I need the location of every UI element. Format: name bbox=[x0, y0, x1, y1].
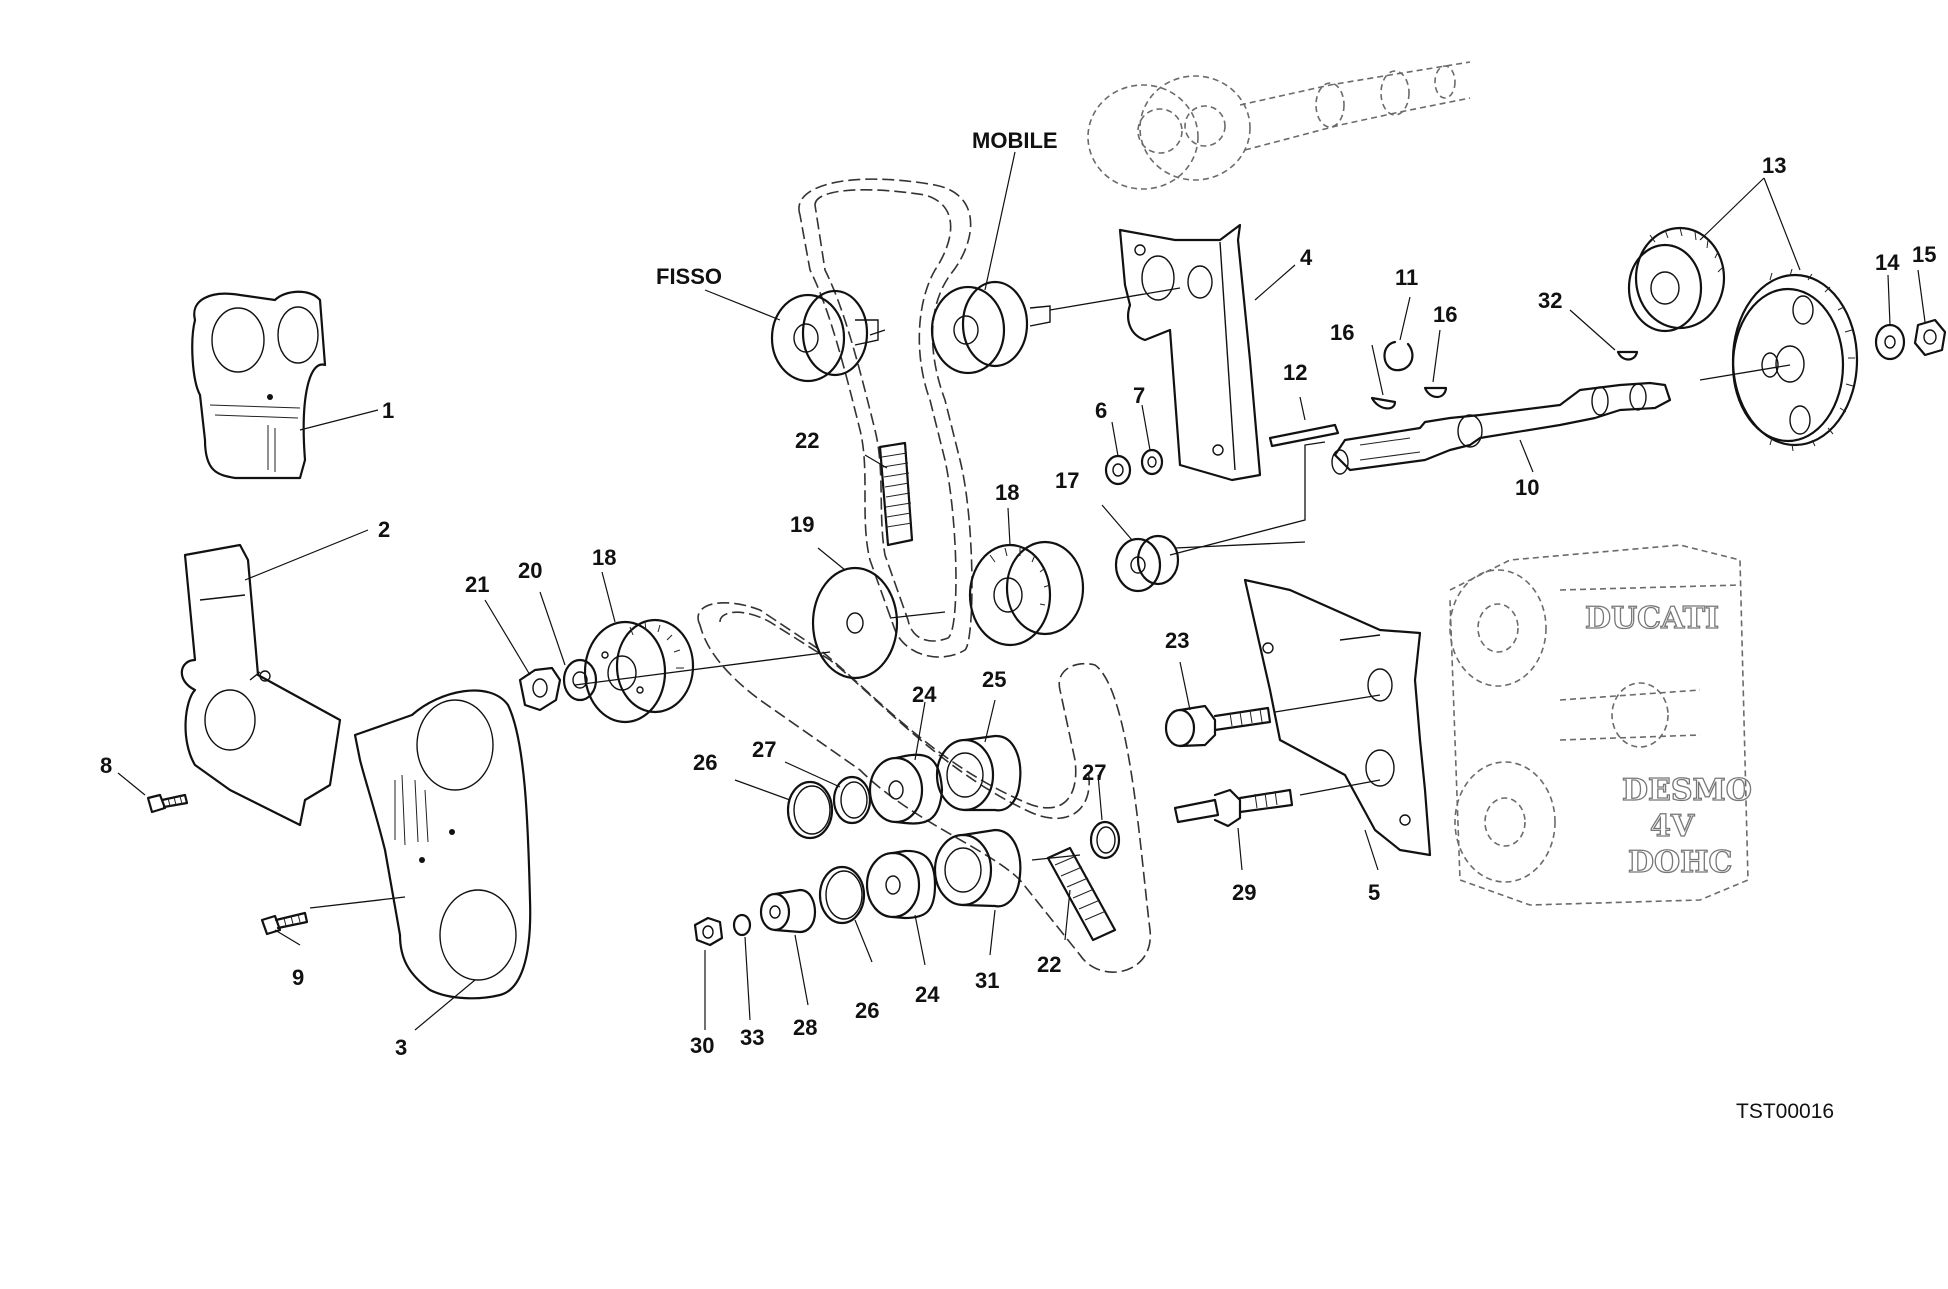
part-14-washer bbox=[1874, 323, 1906, 361]
part-32-woodruff-key bbox=[1616, 350, 1639, 361]
callout-24-lower: 24 bbox=[915, 982, 940, 1007]
part-18-pulley-upper bbox=[968, 540, 1085, 647]
part-11-circlip bbox=[1383, 340, 1414, 372]
callout-11: 11 bbox=[1395, 265, 1418, 290]
engine-lettering-line1: DESMO bbox=[1622, 773, 1752, 808]
engine-brand-lettering: DUCATI bbox=[1585, 601, 1719, 636]
part-18-pulley-lower bbox=[583, 618, 695, 724]
callout-24-upper: 24 bbox=[912, 682, 937, 707]
part-6-nut bbox=[1104, 454, 1132, 486]
part-8-screw bbox=[146, 793, 189, 814]
callout-14: 14 bbox=[1875, 250, 1900, 275]
callout-16-a: 16 bbox=[1330, 320, 1354, 345]
fixed-idler-pulley bbox=[770, 289, 879, 383]
leader-lines bbox=[117, 151, 1926, 1031]
callout-33: 33 bbox=[740, 1025, 764, 1050]
ghost-engine-block: DUCATI DESMO 4V DOHC bbox=[1449, 544, 1753, 906]
callout-21: 21 bbox=[465, 572, 489, 597]
part-24-roller-upper bbox=[868, 753, 944, 825]
engine-lettering-line3: DOHC bbox=[1628, 845, 1732, 880]
part-16-woodruff-key-b bbox=[1423, 386, 1448, 399]
callout-18-upper: 18 bbox=[995, 480, 1019, 505]
mobile-idler-pulley bbox=[930, 280, 1051, 375]
callout-4: 4 bbox=[1300, 245, 1313, 270]
callout-5: 5 bbox=[1368, 880, 1380, 905]
callout-7: 7 bbox=[1133, 383, 1145, 408]
part-13-small-gear bbox=[1627, 226, 1726, 333]
part-9-screw bbox=[260, 911, 309, 936]
label-fisso: FISSO bbox=[656, 264, 722, 289]
callout-25: 25 bbox=[982, 667, 1006, 692]
part-31-roller bbox=[933, 828, 1022, 908]
part-5-lower-mounting-plate bbox=[1243, 578, 1432, 857]
part-15-nut bbox=[1913, 318, 1947, 357]
label-mobile: MOBILE bbox=[972, 128, 1058, 153]
part-12-pin bbox=[1268, 423, 1340, 448]
callout-27-upper: 27 bbox=[752, 737, 776, 762]
part-33-washer bbox=[732, 913, 752, 937]
part-13-large-gear bbox=[1731, 268, 1859, 452]
callout-30: 30 bbox=[690, 1033, 714, 1058]
callout-2: 2 bbox=[378, 517, 390, 542]
callout-23: 23 bbox=[1165, 628, 1189, 653]
part-27-snap-ring-upper bbox=[832, 775, 872, 825]
part-22-belt-segment-upper bbox=[878, 441, 914, 547]
callout-8: 8 bbox=[100, 753, 112, 778]
callout-31: 31 bbox=[975, 968, 999, 993]
callout-32: 32 bbox=[1538, 288, 1562, 313]
part-7-washer bbox=[1140, 448, 1164, 476]
part-16-woodruff-key-a bbox=[1370, 396, 1397, 410]
callout-13: 13 bbox=[1762, 153, 1786, 178]
part-10-camshaft bbox=[1331, 381, 1672, 475]
part-4-upper-mounting-plate bbox=[1118, 223, 1262, 482]
callout-28: 28 bbox=[793, 1015, 817, 1040]
part-25-roller bbox=[935, 734, 1022, 812]
part-24-roller-lower bbox=[865, 849, 937, 920]
part-23-tensioner-pin bbox=[1164, 704, 1272, 748]
assembly-axes bbox=[309, 287, 1791, 909]
callout-19: 19 bbox=[790, 512, 814, 537]
callout-15: 15 bbox=[1912, 242, 1936, 267]
callout-22-upper: 22 bbox=[795, 428, 819, 453]
callout-10: 10 bbox=[1515, 475, 1539, 500]
part-1-upper-cover bbox=[191, 290, 327, 480]
callout-18-lower: 18 bbox=[592, 545, 616, 570]
part-3-belt-cover bbox=[353, 689, 532, 1000]
part-28-bushing bbox=[759, 888, 817, 934]
part-17-spacer bbox=[1114, 534, 1180, 593]
callout-6: 6 bbox=[1095, 398, 1107, 423]
part-20-washer bbox=[562, 658, 598, 702]
callout-12: 12 bbox=[1283, 360, 1307, 385]
callout-16-b: 16 bbox=[1433, 302, 1457, 327]
part-30-nut bbox=[693, 916, 724, 947]
callout-27-lower: 27 bbox=[1082, 760, 1106, 785]
part-27-snap-ring-lower bbox=[1089, 820, 1121, 860]
part-19-flange-disc bbox=[811, 566, 899, 680]
callout-labels: MOBILE FISSO TST00016 1 2 3 4 5 6 7 8 9 … bbox=[100, 128, 1936, 1123]
part-26-circlip-lower bbox=[818, 865, 866, 925]
drawing-code: TST00016 bbox=[1736, 1100, 1834, 1123]
callout-17: 17 bbox=[1055, 468, 1079, 493]
part-26-circlip-upper bbox=[786, 780, 834, 840]
callout-20: 20 bbox=[518, 558, 542, 583]
callout-3: 3 bbox=[395, 1035, 407, 1060]
part-29-stud bbox=[1173, 788, 1294, 828]
callout-22-lower: 22 bbox=[1037, 952, 1061, 977]
engine-lettering-line2: 4V bbox=[1650, 809, 1695, 844]
ghost-camshaft-assembly bbox=[1087, 61, 1471, 190]
callout-1: 1 bbox=[382, 398, 394, 423]
part-22-belt-segment-lower bbox=[1046, 846, 1117, 942]
callout-26-lower: 26 bbox=[855, 998, 879, 1023]
part-21-nut bbox=[518, 666, 562, 712]
callout-29: 29 bbox=[1232, 880, 1256, 905]
callout-26-upper: 26 bbox=[693, 750, 717, 775]
part-2-rear-bracket bbox=[180, 543, 342, 827]
callout-9: 9 bbox=[292, 965, 304, 990]
